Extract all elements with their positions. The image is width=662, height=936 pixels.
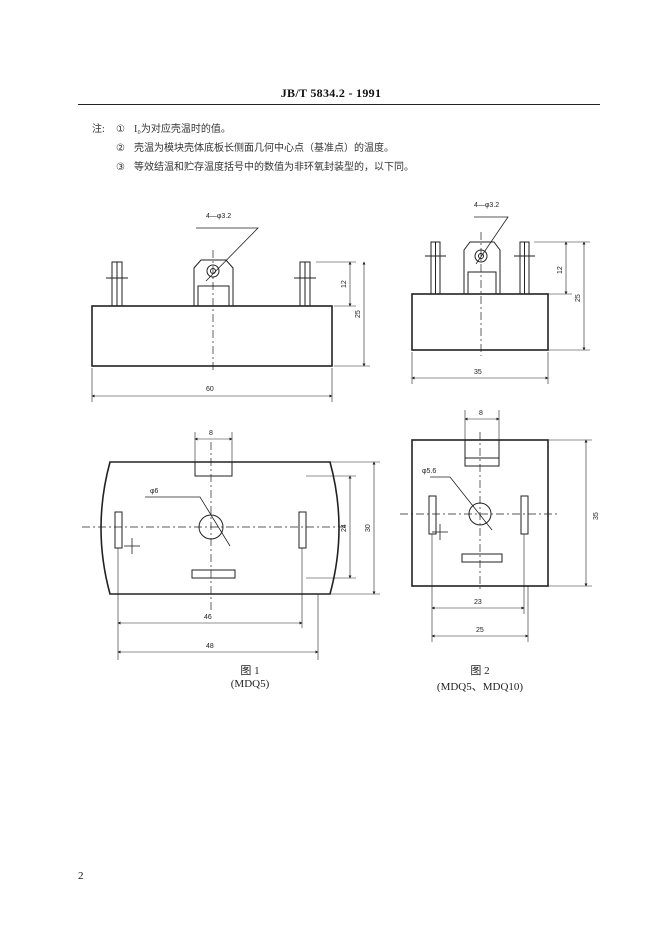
note-number: ③ — [116, 162, 125, 173]
fig1-top-dim-8: 8 — [209, 430, 213, 437]
note-item-2: ② 壳温为模块壳体底板长侧面几何中心点（基准点）的温度。 — [92, 139, 414, 158]
fig2-top-dim-23: 23 — [474, 599, 482, 606]
fig2-top-dim-8: 8 — [479, 410, 483, 417]
figure1-front-view — [91, 227, 370, 402]
note-number: ② — [116, 143, 125, 154]
fig2-front-dim-35: 35 — [474, 369, 482, 376]
fig1-front-hole-label: 4—φ3.2 — [206, 213, 231, 220]
notes-block: 注: ① I₀为对应壳温时的值。 ② 壳温为模块壳体底板长侧面几何中心点（基准点）的温… — [92, 120, 414, 177]
fig2-top-dim-25: 25 — [476, 627, 484, 634]
note-text: I₀为对应壳温时的值。 — [134, 124, 231, 135]
fig2-front-dim-12: 12 — [557, 266, 564, 274]
fig1-top-hole-label: φ6 — [150, 488, 159, 495]
note-item-1: 注: ① I₀为对应壳温时的值。 — [92, 120, 414, 139]
note-text: 壳温为模块壳体底板长侧面几何中心点（基准点）的温度。 — [134, 143, 394, 154]
figure1-caption: 图 1 (MDQ5) — [200, 662, 300, 690]
fig1-front-dim-12: 12 — [341, 280, 348, 288]
fig1-top-dim-46: 46 — [204, 614, 212, 621]
fig1-front-dim-25: 25 — [355, 310, 362, 318]
notes-prefix: 注: — [92, 124, 105, 135]
fig1-top-dim-30: 30 — [365, 524, 372, 532]
fig1-front-dim-60: 60 — [206, 386, 214, 393]
note-text: 等效结温和贮存温度括号中的数值为非环氧封装型的，以下同。 — [134, 162, 414, 173]
fig2-front-dim-25: 25 — [575, 294, 582, 302]
fig1-top-dim-24: 24 — [341, 524, 348, 532]
page-number: 2 — [78, 870, 84, 882]
note-number: ① — [116, 124, 125, 135]
header-rule — [78, 104, 600, 105]
fig2-front-hole-label: 4—φ3.2 — [474, 202, 499, 209]
note-item-3: ③ 等效结温和贮存温度括号中的数值为非环氧封装型的，以下同。 — [92, 158, 414, 177]
figure1-caption-model: (MDQ5) — [230, 678, 270, 690]
figure1-top-view — [82, 432, 380, 660]
figure2-top-view — [400, 410, 592, 642]
fig2-top-hole-label: φ5.6 — [422, 468, 436, 475]
page-header: JB/T 5834.2 - 1991 — [280, 86, 382, 100]
figure1-caption-title: 图 1 — [240, 665, 260, 677]
figure2-caption-title: 图 2 — [470, 665, 490, 677]
figure2-caption-model: (MDQ5、MDQ10) — [436, 681, 524, 693]
figure2-caption: 图 2 (MDQ5、MDQ10) — [410, 662, 550, 694]
fig2-top-dim-35: 35 — [593, 512, 600, 520]
figure2-front-view — [411, 216, 590, 384]
fig1-top-dim-48: 48 — [206, 643, 214, 650]
